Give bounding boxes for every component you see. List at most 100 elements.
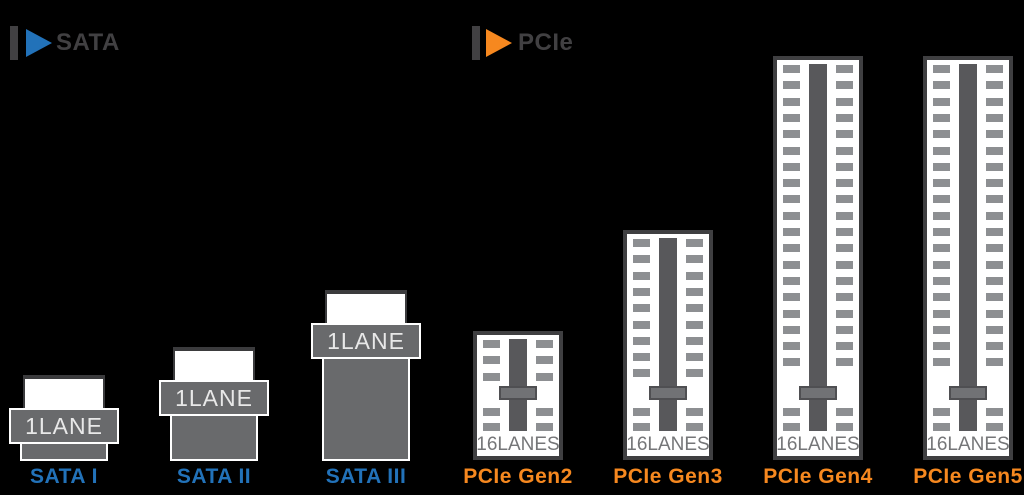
lane-dash [483,408,500,416]
pcie-slot-bar [809,64,827,431]
lane-dash [633,423,650,431]
lane-dash [836,326,853,334]
lane-dash [783,212,800,220]
lane-dash [986,65,1003,73]
lane-dash [933,147,950,155]
lane-dash [633,239,650,247]
lane-dash [986,244,1003,252]
pcie-crossbar-key [499,386,537,400]
lane-dash [836,98,853,106]
lane-dash [933,228,950,236]
lane-dash [836,81,853,89]
pcie-crossbar-key [799,386,837,400]
lane-dash [836,244,853,252]
lane-dash [986,358,1003,366]
lane-dash [633,408,650,416]
lane-dash [986,310,1003,318]
lane-dash [986,130,1003,138]
sata-connector-lane-band: 1LANE [9,408,119,444]
lane-dash [836,179,853,187]
pcie-lanes-label: 16LANES [626,434,710,455]
lane-dash [686,369,703,377]
lane-dash [836,163,853,171]
lane-dash [986,195,1003,203]
lane-dash [536,373,553,381]
lane-dash [933,98,950,106]
lane-dash [933,65,950,73]
lane-dash [836,408,853,416]
lane-dash [933,310,950,318]
sata-generation-label: SATA III [325,465,407,488]
lane-dash [783,147,800,155]
lane-dash [836,358,853,366]
lane-dash [836,423,853,431]
lane-dash [986,408,1003,416]
lane-dash [933,81,950,89]
lane-dash [836,212,853,220]
sata-connector-body [20,444,108,461]
pcie-generation-label: PCIe Gen2 [463,465,573,488]
lane-dash [633,288,650,296]
sata-connector-tab [23,375,105,408]
lane-dash [783,342,800,350]
lane-dash [986,212,1003,220]
sata-connector-body [322,359,410,461]
play-triangle-icon [486,29,512,57]
lane-dash [933,277,950,285]
lane-dash [933,179,950,187]
pcie-lanes-label: 16LANES [776,434,860,455]
lane-dash [633,369,650,377]
lane-dash [836,195,853,203]
lane-dash [933,244,950,252]
sata-connector-lane-band: 1LANE [311,323,421,359]
lane-dash [933,358,950,366]
lane-dash [836,310,853,318]
lane-dash [783,65,800,73]
lane-dash [633,255,650,263]
lane-dash [783,228,800,236]
lane-dash [986,261,1003,269]
lane-dash [836,342,853,350]
lane-dash [933,423,950,431]
lane-dash [686,337,703,345]
lane-dash [686,353,703,361]
lane-dash [483,356,500,364]
lane-dash [836,277,853,285]
lane-dash [783,244,800,252]
lane-dash [986,179,1003,187]
pcie-generation-label: PCIe Gen4 [763,465,873,488]
lane-dash [933,293,950,301]
lane-dash [986,293,1003,301]
lane-dash [933,130,950,138]
lane-dash [536,340,553,348]
lane-dash [986,147,1003,155]
lane-dash [686,321,703,329]
pcie-slot-bar [959,64,977,431]
lane-dash [783,163,800,171]
lane-dash [633,304,650,312]
lane-dash [633,272,650,280]
sata-legend-label: SATA [56,29,120,56]
play-triangle-icon [26,29,52,57]
lane-dash [836,130,853,138]
lane-dash [933,261,950,269]
lane-dash [986,342,1003,350]
lane-dash [783,277,800,285]
lane-dash [783,179,800,187]
lane-dash [686,423,703,431]
lane-dash [686,288,703,296]
lane-dash [836,65,853,73]
sata-connector-lane-band: 1LANE [159,380,269,416]
lane-dash [783,423,800,431]
lane-dash [986,163,1003,171]
pcie-legend-label: PCIe [518,29,574,56]
pcie-generation-label: PCIe Gen5 [913,465,1023,488]
lane-dash [783,261,800,269]
lane-dash [536,356,553,364]
sata-generation-label: SATA I [30,465,98,488]
lane-dash [933,114,950,122]
lane-dash [686,239,703,247]
lane-dash [986,423,1003,431]
pcie-lanes-label: 16LANES [476,434,560,455]
